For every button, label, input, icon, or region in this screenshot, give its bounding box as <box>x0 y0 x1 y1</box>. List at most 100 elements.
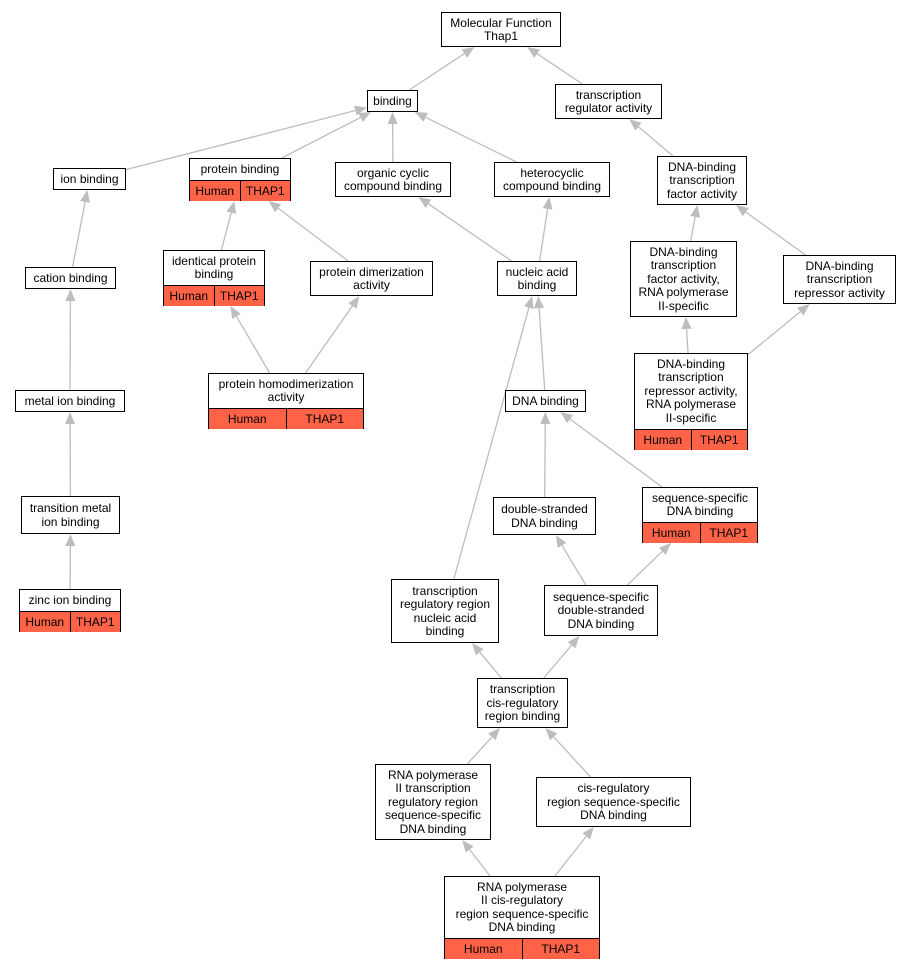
annotation-gene: THAP1 <box>521 939 600 959</box>
go-term-node[interactable]: protein dimerization activity <box>310 261 433 296</box>
go-term-node[interactable]: ion binding <box>53 168 126 190</box>
edge-arrowhead <box>65 534 76 547</box>
edge-line <box>125 109 356 171</box>
go-term-label: heterocyclic compound binding <box>502 165 602 193</box>
go-term-node[interactable]: transcription regulatory region nucleic … <box>391 579 499 643</box>
go-term-label: nucleic acid binding <box>505 264 569 292</box>
go-term-node[interactable]: metal ion binding <box>15 390 125 412</box>
edge-line <box>479 651 502 679</box>
edge-arrowhead <box>488 728 500 741</box>
edge-line <box>569 418 663 488</box>
edge-arrowhead <box>524 296 534 309</box>
edge-line <box>745 211 806 256</box>
go-term-node[interactable]: double-stranded DNA binding <box>493 497 596 535</box>
go-term-label: identical protein binding <box>171 253 257 281</box>
edge-arrowhead <box>582 827 594 840</box>
edge-line <box>689 216 696 242</box>
go-term-node[interactable]: DNA-binding transcription factor activit… <box>630 241 737 317</box>
go-term-node[interactable]: DNA-binding transcription repressor acti… <box>783 255 896 304</box>
annotation-species: Human <box>651 526 691 540</box>
go-term-node[interactable]: RNA polymerase II transcription regulato… <box>375 764 491 840</box>
go-term-node[interactable]: sequence-specific double-stranded DNA bi… <box>544 585 658 636</box>
go-term-label: DNA-binding transcription factor activit… <box>666 159 738 201</box>
go-term-label: protein binding <box>200 161 280 176</box>
go-term-node[interactable]: transition metal ion binding <box>21 496 120 534</box>
go-term-node[interactable]: DNA-binding transcription factor activit… <box>657 156 747 205</box>
go-term-node[interactable]: DNA binding <box>505 390 586 412</box>
edge-arrowhead <box>461 47 475 58</box>
go-term-label: transition metal ion binding <box>29 501 112 529</box>
edge-line <box>543 644 573 679</box>
edge-line <box>71 201 86 268</box>
go-term-label: organic cyclic compound binding <box>343 165 443 193</box>
edge-line <box>408 53 465 91</box>
edge-arrowhead <box>418 197 432 208</box>
edge-line <box>305 305 353 374</box>
go-term-node[interactable]: transcription regulator activity <box>555 84 662 119</box>
go-term-node[interactable]: organic cyclic compound binding <box>335 162 451 197</box>
edge-line <box>469 849 491 877</box>
go-term-node[interactable]: binding <box>367 90 418 112</box>
go-term-label: protein dimerization activity <box>319 264 424 292</box>
go-term-node[interactable]: RNA polymerase II cis-regulatory region … <box>444 876 600 959</box>
edge-arrowhead <box>534 296 545 309</box>
go-term-node[interactable]: DNA-binding transcription repressor acti… <box>634 353 748 450</box>
annotation-row: Human THAP1 <box>190 180 290 201</box>
edge-arrowhead <box>471 643 484 656</box>
edge-arrowhead <box>226 201 237 214</box>
edge-arrowhead <box>358 112 372 122</box>
edge-arrowhead <box>540 412 551 425</box>
annotation-gene: THAP1 <box>239 181 291 201</box>
annotation-row: Human THAP1 <box>20 611 120 632</box>
edge-line <box>466 736 493 765</box>
annotation-gene: THAP1 <box>699 523 758 543</box>
edge-line <box>453 307 530 580</box>
annotation-species: Human <box>195 184 235 198</box>
edge-line <box>747 311 801 356</box>
go-term-label: cation binding <box>33 270 108 285</box>
go-term-node[interactable]: cis-regulatory region sequence-specific … <box>536 777 691 827</box>
annotation-gene: THAP1 <box>285 409 364 429</box>
edge-arrowhead <box>527 47 540 58</box>
edge-arrowhead <box>658 543 671 555</box>
go-term-label: transcription cis-regulatory region bind… <box>484 682 561 724</box>
go-term-label: transcription regulator activity <box>564 87 653 115</box>
go-term-label: cis-regulatory region sequence-specific … <box>547 781 680 823</box>
edge-line <box>637 126 674 157</box>
annotation-gene: THAP1 <box>690 430 748 450</box>
annotation-species: Human <box>25 615 65 629</box>
edge-line <box>554 836 587 877</box>
go-term-label: DNA-binding transcription repressor acti… <box>794 258 885 300</box>
edge-arrowhead <box>65 412 76 425</box>
edge-line <box>425 116 517 163</box>
go-term-node[interactable]: nucleic acid binding <box>497 261 577 296</box>
annotation-species: Human <box>169 289 209 303</box>
edge-arrowhead <box>560 412 574 424</box>
go-term-label: zinc ion binding <box>28 592 112 607</box>
go-term-node[interactable]: cation binding <box>25 267 116 289</box>
edge-arrowhead <box>268 201 282 213</box>
edge-line <box>538 307 546 391</box>
go-term-label: DNA-binding transcription factor activit… <box>638 244 729 313</box>
annotation-gene: THAP1 <box>69 612 121 632</box>
edge-arrowhead <box>690 205 701 218</box>
go-term-label: protein homodimerization activity <box>218 376 354 404</box>
edge-arrowhead <box>414 112 428 122</box>
edge-line <box>544 423 546 498</box>
edge-line <box>536 53 583 85</box>
go-term-label: metal ion binding <box>24 393 116 408</box>
go-term-node[interactable]: Molecular Function Thap1 <box>441 12 561 47</box>
edge-arrowhead <box>567 636 580 649</box>
go-term-node[interactable]: heterocyclic compound binding <box>494 162 610 197</box>
go-term-label: DNA binding <box>512 393 579 408</box>
go-term-node[interactable]: transcription cis-regulatory region bind… <box>477 678 568 728</box>
edge-arrowhead <box>387 112 398 125</box>
